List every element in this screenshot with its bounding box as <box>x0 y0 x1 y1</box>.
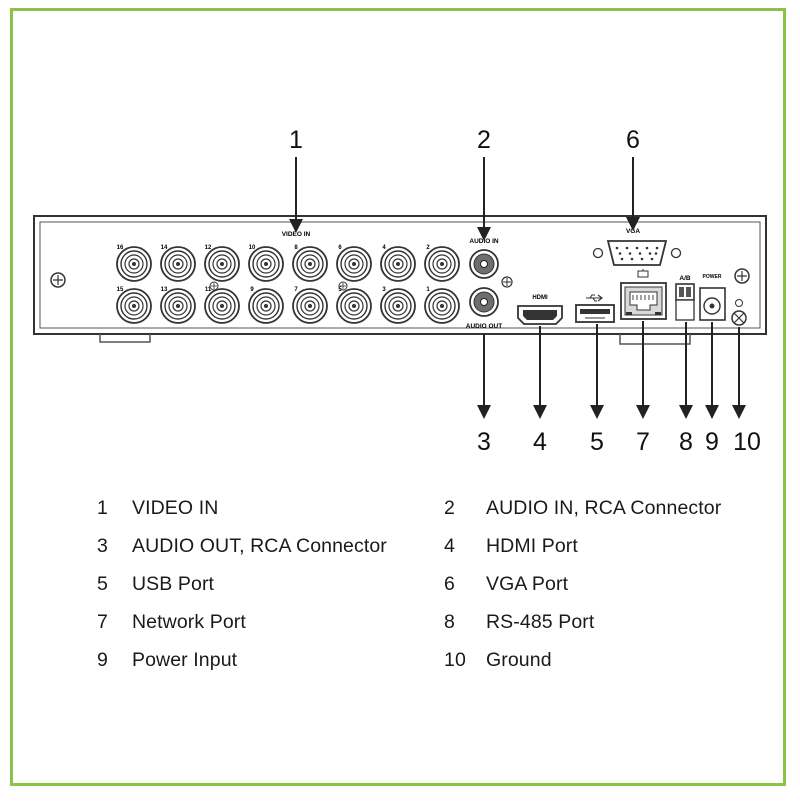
bnc-channel-number: 6 <box>338 245 342 251</box>
bnc-channel-number: 12 <box>205 245 212 251</box>
bnc-channel-number: 11 <box>205 287 212 293</box>
callout-number-4: 4 <box>533 428 547 456</box>
bnc-channel-number: 10 <box>249 245 256 251</box>
callout-number-3: 3 <box>477 428 491 456</box>
bnc-connector <box>336 288 372 324</box>
bnc-channel-number: 15 <box>117 287 124 293</box>
bnc-channel-number: 7 <box>294 287 298 293</box>
bnc-connector <box>424 246 460 282</box>
callout-arrows <box>289 157 746 419</box>
network-symbol-icon <box>637 269 649 278</box>
usb-port <box>575 304 615 323</box>
vga-port <box>592 240 682 266</box>
callout-number-9: 9 <box>705 428 719 456</box>
bnc-channel-number: 16 <box>117 245 124 251</box>
bnc-connector <box>116 288 152 324</box>
video-in-panel-label: VIDEO IN <box>282 231 311 238</box>
callout-number-5: 5 <box>590 428 604 456</box>
image-frame <box>10 8 786 786</box>
bnc-connector <box>292 288 328 324</box>
rs485-panel-label: A/B <box>679 275 691 282</box>
audio-in-rca-connector <box>469 249 499 279</box>
power-panel-label: POWER <box>703 274 722 280</box>
bnc-channel-number: 1 <box>426 287 430 293</box>
rs485-port <box>675 283 695 321</box>
bnc-channel-number: 9 <box>250 287 254 293</box>
callout-number-10: 10 <box>733 428 761 456</box>
bnc-connector <box>160 246 196 282</box>
audio-out-panel-label: AUDIO OUT <box>466 323 503 330</box>
bnc-channel-number: 8 <box>294 245 298 251</box>
bnc-channel-number: 4 <box>382 245 386 251</box>
bnc-connector <box>380 288 416 324</box>
bnc-connector <box>292 246 328 282</box>
video-in-bnc-connectors: 16 14 12 10 8 6 4 2 15 13 11 9 7 5 3 1 <box>116 245 460 324</box>
bnc-channel-number: 5 <box>338 287 342 293</box>
panel-ground-symbol-icon <box>209 276 513 291</box>
power-input-port <box>699 287 726 321</box>
bnc-connector <box>380 246 416 282</box>
callout-number-6: 6 <box>626 126 640 154</box>
audio-out-rca-connector <box>469 287 499 317</box>
screw-left-icon <box>50 272 66 288</box>
bnc-connector <box>248 246 284 282</box>
bnc-channel-number: 2 <box>426 245 430 251</box>
callout-number-8: 8 <box>679 428 693 456</box>
bnc-connector <box>160 288 196 324</box>
bnc-channel-number: 14 <box>161 245 168 251</box>
network-port <box>620 282 667 320</box>
bnc-connector <box>248 288 284 324</box>
bnc-connector <box>336 246 372 282</box>
callout-number-7: 7 <box>636 428 650 456</box>
vga-panel-label: VGA <box>626 228 640 235</box>
ground-terminal <box>731 299 747 326</box>
bnc-connector <box>204 288 240 324</box>
bnc-connector <box>424 288 460 324</box>
audio-in-panel-label: AUDIO IN <box>469 238 499 245</box>
hdmi-port <box>517 305 563 325</box>
callout-number-2: 2 <box>477 126 491 154</box>
screw-right-icon <box>734 268 750 284</box>
usb-symbol-icon <box>586 294 603 302</box>
bnc-channel-number: 3 <box>382 287 386 293</box>
bnc-connector <box>204 246 240 282</box>
callout-numbers: 1 2 6 3 4 5 7 8 9 10 <box>289 126 761 456</box>
bnc-connector <box>116 246 152 282</box>
hdmi-panel-label: HDMI <box>532 295 548 301</box>
callout-number-1: 1 <box>289 126 303 154</box>
bnc-channel-number: 13 <box>161 287 168 293</box>
